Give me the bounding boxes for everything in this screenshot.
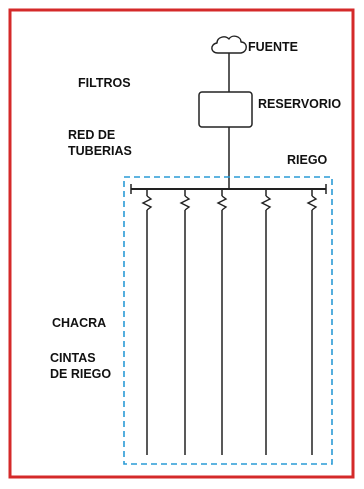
zigzag-connector-icon (179, 195, 191, 211)
lateral-5 (306, 189, 318, 455)
label-chacra: CHACRA (52, 316, 107, 330)
zigzag-connector-icon (306, 195, 318, 211)
lateral-4 (260, 189, 272, 455)
outer-red-border (8, 8, 355, 479)
label-red-de-tuberias-line1: RED DE (68, 128, 116, 142)
label-reservorio: RESERVORIO (258, 97, 342, 111)
label-filtros: FILTROS (78, 76, 131, 90)
label-red-de-tuberias-line2: TUBERIAS (68, 144, 132, 158)
lateral-3 (216, 189, 228, 455)
lateral-1 (141, 189, 153, 455)
zigzag-connector-icon (260, 195, 272, 211)
reservoir-box (198, 91, 253, 128)
cloud-icon (211, 35, 247, 54)
zigzag-connector-icon (216, 195, 228, 211)
zigzag-connector-icon (141, 195, 153, 211)
label-cintas-line1: CINTAS (50, 351, 96, 365)
field-dashed-boundary (123, 176, 333, 465)
label-riego: RIEGO (287, 153, 328, 167)
lateral-2 (179, 189, 191, 455)
label-cintas-line2: DE RIEGO (50, 367, 112, 381)
label-fuente: FUENTE (248, 40, 298, 54)
